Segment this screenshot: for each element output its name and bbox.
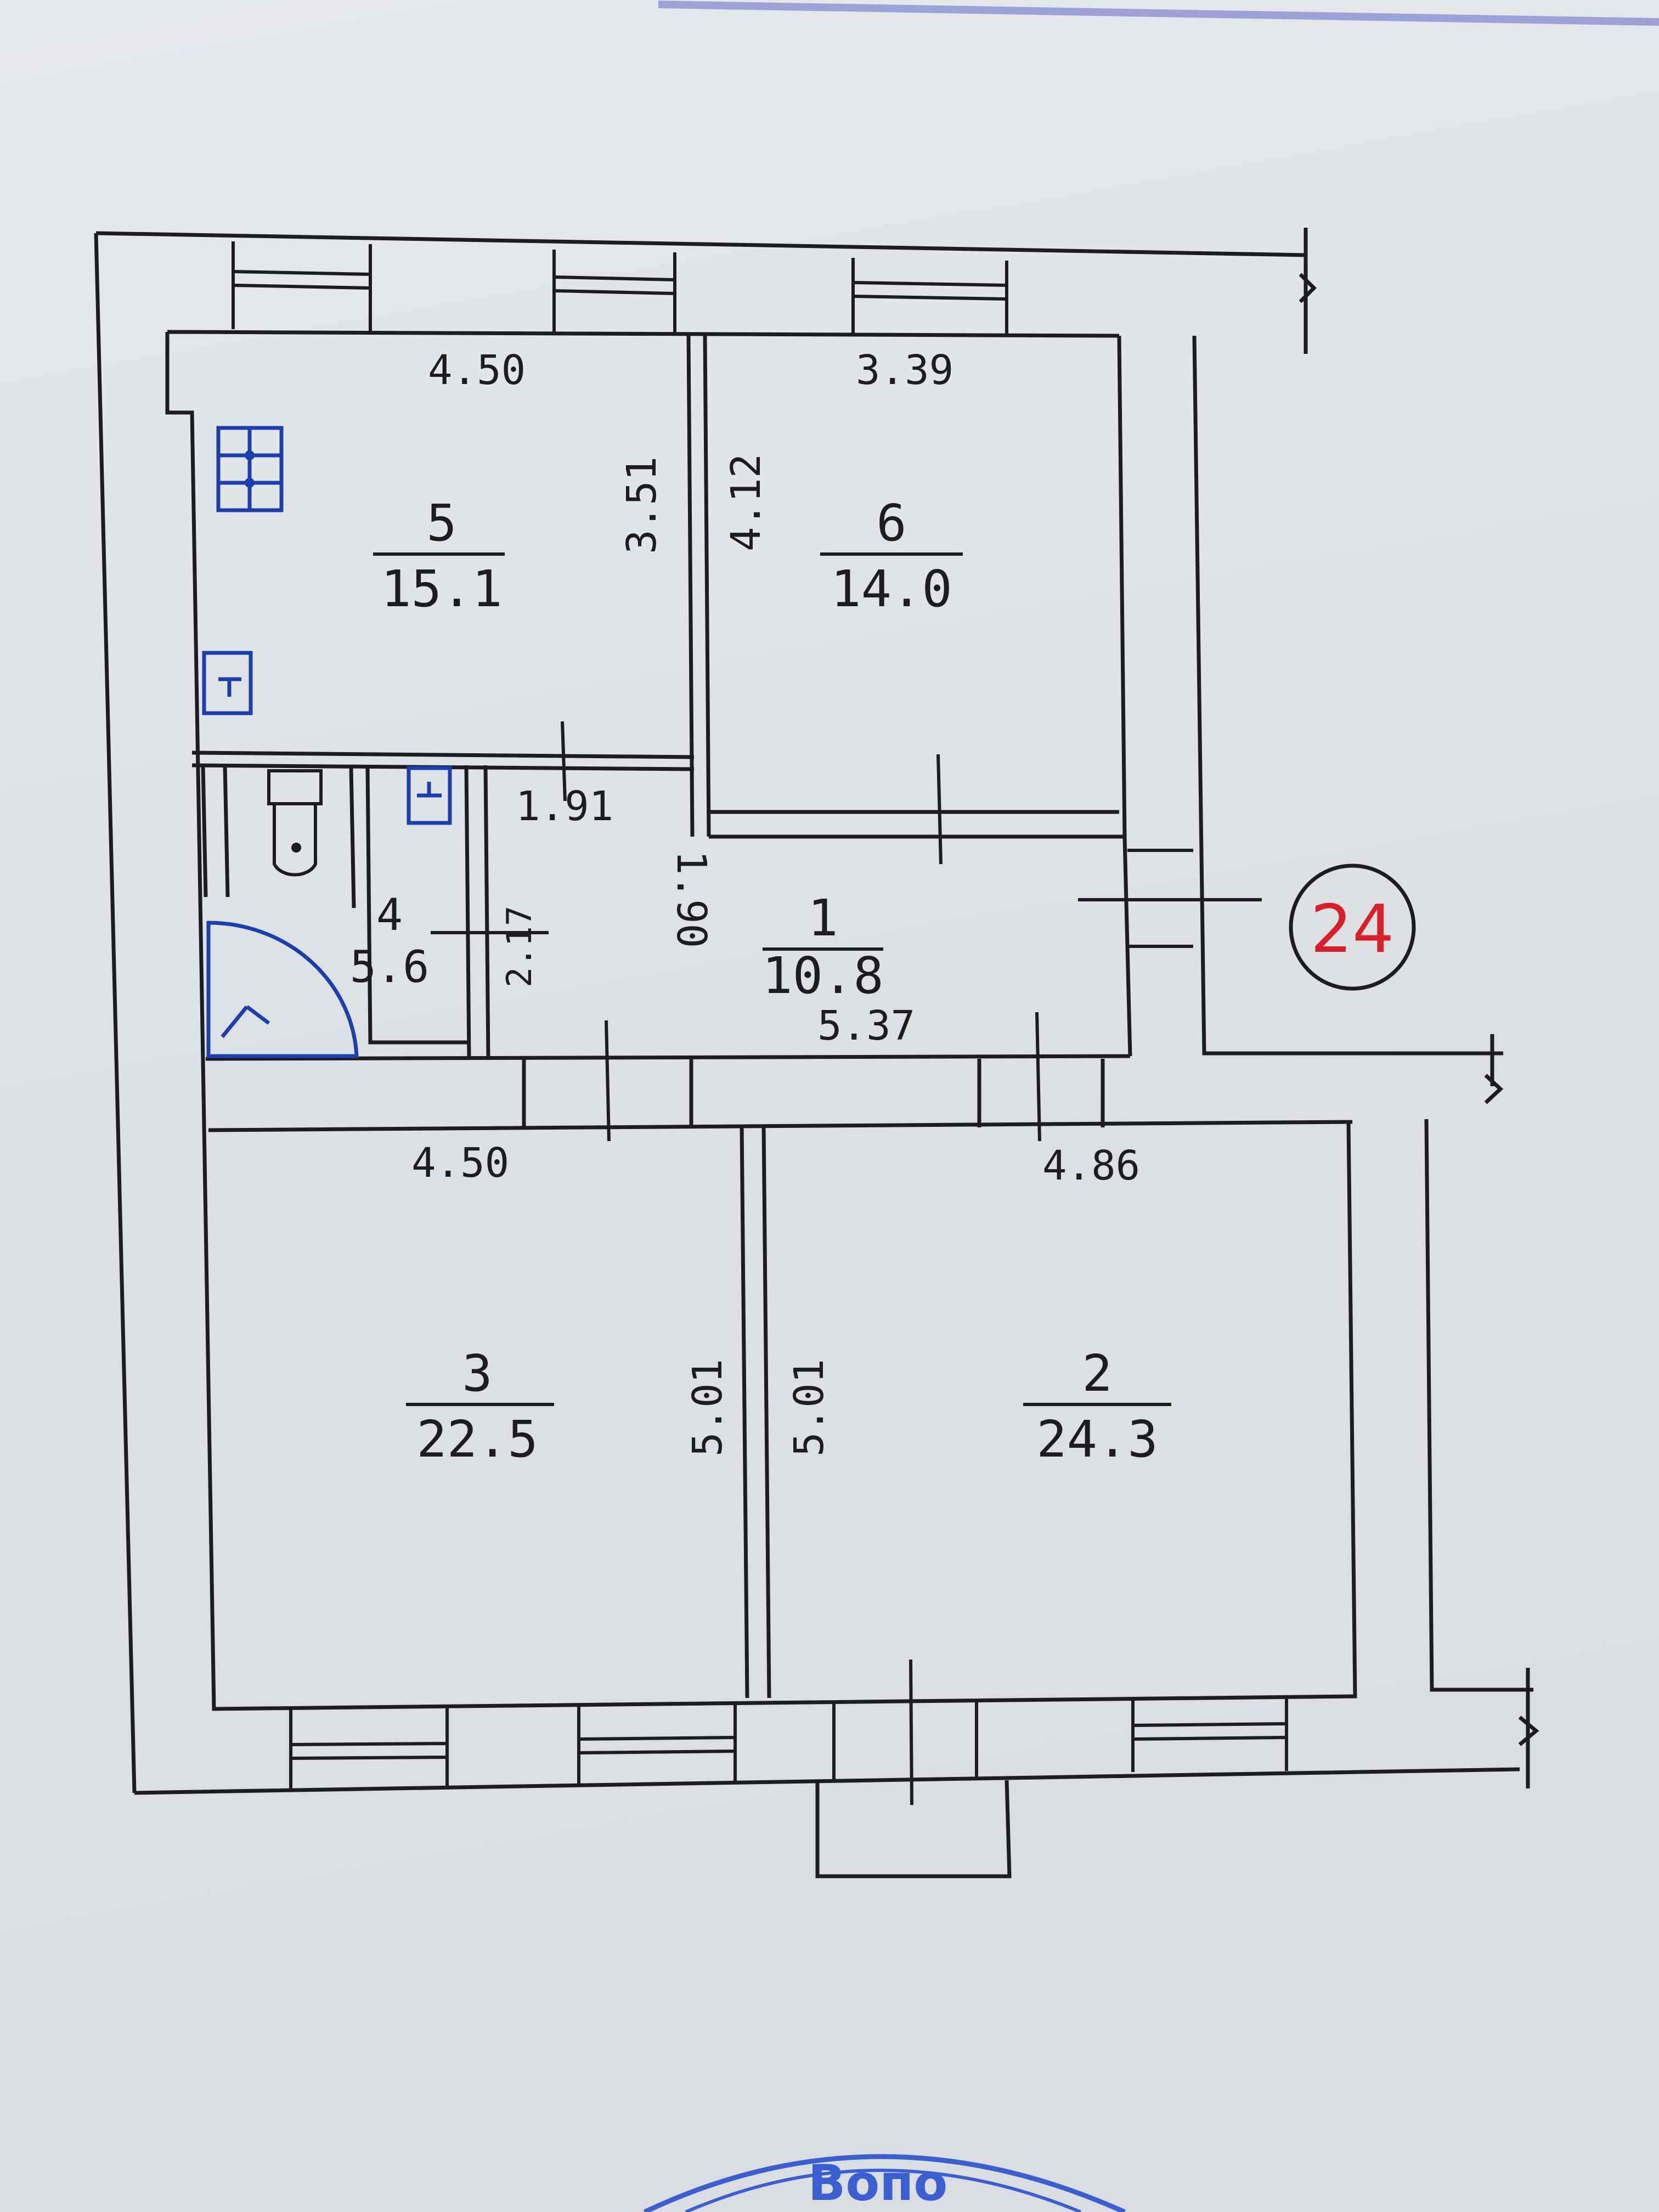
svg-text:15.1: 15.1 <box>381 560 503 618</box>
dim-room5-height: 3.51 <box>618 456 665 554</box>
stove-icon <box>216 426 284 512</box>
dim-room3-width: 4.50 <box>411 1139 509 1187</box>
svg-text:4: 4 <box>376 889 403 940</box>
svg-text:5.6: 5.6 <box>350 941 430 992</box>
dim-room2-height: 5.01 <box>786 1359 833 1457</box>
room-3-label: 3 22.5 <box>406 1344 554 1469</box>
dim-room5-width: 4.50 <box>428 347 526 394</box>
windows <box>232 241 1288 1790</box>
room-6-label: 6 14.0 <box>820 494 963 618</box>
stamp-fragment: Вопо <box>644 2154 1126 2212</box>
svg-text:14.0: 14.0 <box>831 560 952 618</box>
room-2-label: 2 24.3 <box>1023 1344 1171 1469</box>
dim-room6-width: 3.39 <box>856 347 953 394</box>
sink-icon <box>202 651 253 715</box>
dim-room3-height: 5.01 <box>684 1359 731 1457</box>
svg-text:2: 2 <box>1082 1344 1112 1403</box>
svg-text:24.3: 24.3 <box>1036 1410 1158 1469</box>
room-4-label: 4 5.6 <box>350 889 430 992</box>
fixtures <box>202 426 452 1058</box>
svg-text:5: 5 <box>426 494 456 552</box>
dim-room6-height: 4.12 <box>723 454 770 551</box>
door-marks <box>431 721 1262 1805</box>
bathtub-icon <box>206 921 359 1058</box>
svg-text:22.5: 22.5 <box>416 1410 538 1469</box>
apartment-number-badge: 24 <box>1289 864 1416 991</box>
apartment-number: 24 <box>1311 891 1395 968</box>
outer-walls <box>94 228 1539 1878</box>
svg-text:6: 6 <box>876 494 906 552</box>
svg-text:1: 1 <box>808 889 838 947</box>
dim-room2-width: 4.86 <box>1042 1142 1140 1189</box>
basin-icon <box>407 766 452 825</box>
dim-hall-depth: 1.90 <box>668 850 715 948</box>
dimension-labels: 4.50 3.51 3.39 4.12 1.91 1.90 5.37 2.17 … <box>411 347 1140 1457</box>
paper-edge-line <box>658 1 1659 26</box>
svg-text:10.8: 10.8 <box>762 946 884 1005</box>
interior-walls <box>191 335 1353 1699</box>
room-1-label: 1 10.8 <box>762 889 884 1005</box>
room-5-label: 5 15.1 <box>373 494 505 618</box>
stamp-text: Вопо <box>808 2154 947 2212</box>
toilet-icon <box>267 769 323 877</box>
dim-hall-length: 5.37 <box>817 1002 915 1049</box>
svg-text:3: 3 <box>462 1344 492 1403</box>
dim-bath-height: 2.17 <box>499 906 539 988</box>
dim-hall-width: 1.91 <box>516 783 613 830</box>
